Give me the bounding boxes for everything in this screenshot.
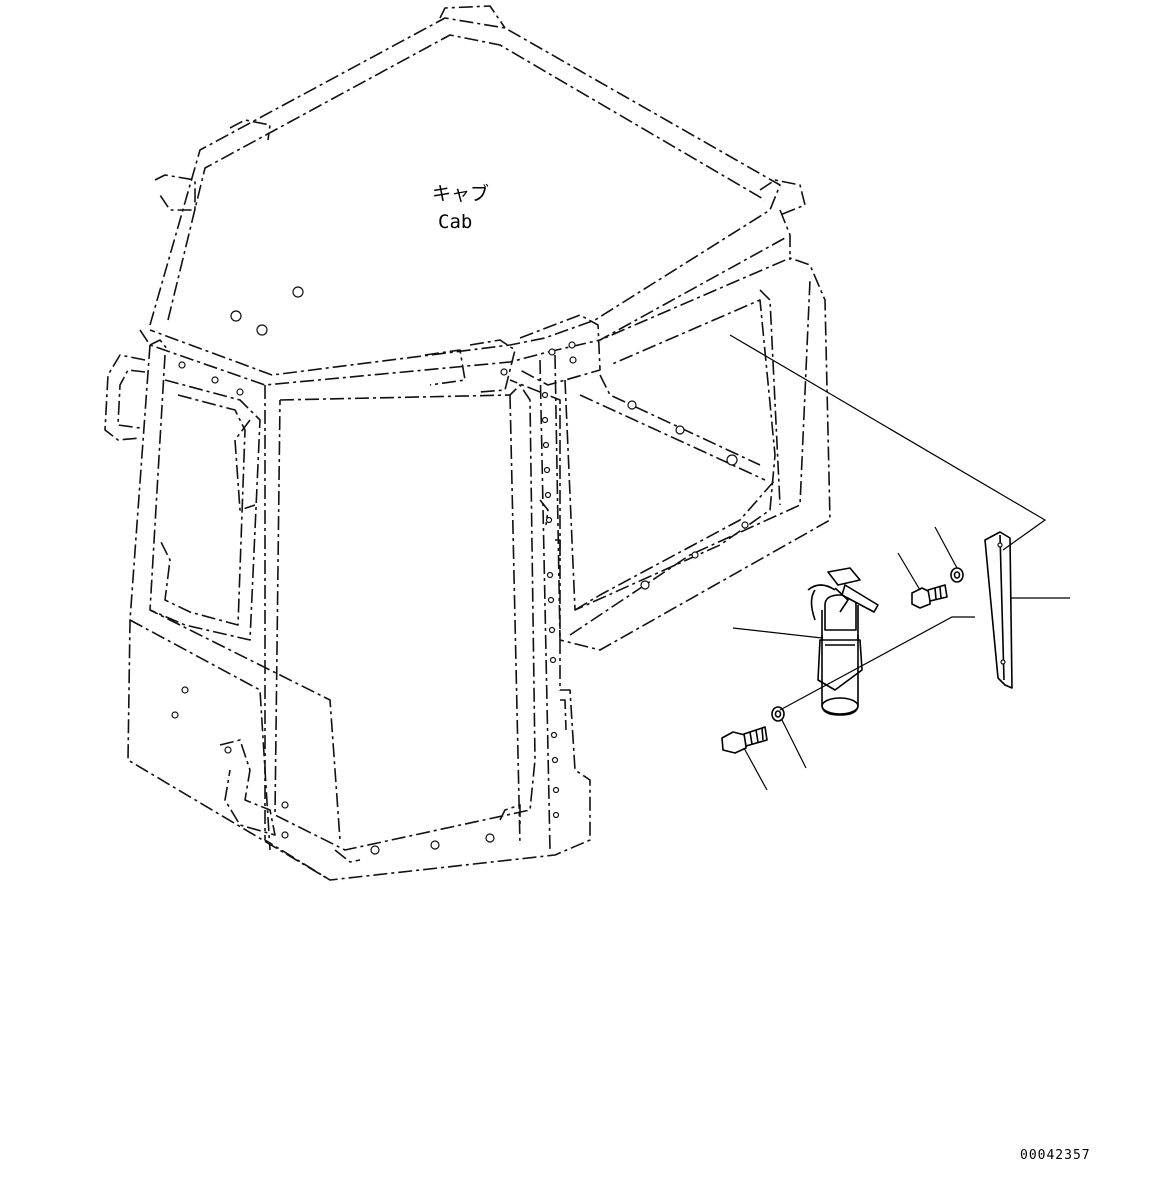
washer-upper bbox=[950, 567, 964, 583]
bolt-lower bbox=[721, 726, 768, 754]
cab-label-jp: キャブ bbox=[432, 182, 489, 205]
bolt-upper bbox=[911, 584, 948, 609]
washer-lower bbox=[771, 706, 785, 722]
cab-frame bbox=[104, 5, 831, 881]
drawing-code: 00042357 bbox=[1020, 1148, 1091, 1163]
fire-extinguisher bbox=[807, 567, 879, 716]
leader-lines bbox=[729, 334, 1070, 791]
mounting-bracket bbox=[984, 531, 1013, 689]
cab-label-en: Cab bbox=[438, 211, 472, 233]
